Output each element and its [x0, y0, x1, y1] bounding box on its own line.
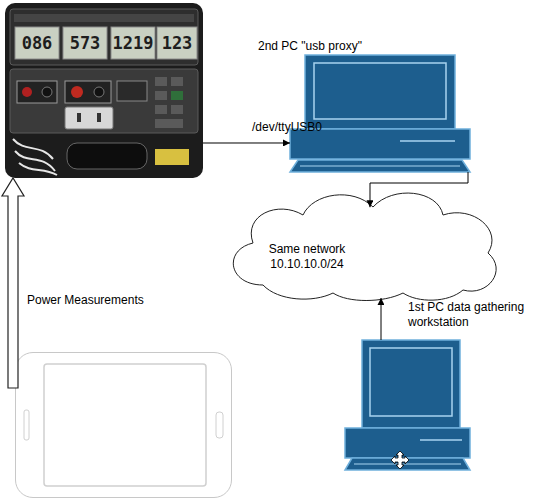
- node-heading: 2nd PC "usb proxy": [258, 39, 458, 54]
- cloud-text: Same network 10.10.10.0/24: [257, 242, 357, 272]
- sticker: [155, 149, 189, 165]
- keyboard-keys: [300, 166, 460, 167]
- workstation-node: 1st PC data gathering workstation: [345, 340, 470, 470]
- label-strip: [14, 14, 194, 22]
- button: [171, 91, 183, 100]
- socket-jack: [22, 87, 32, 97]
- output-socket: [65, 81, 111, 103]
- phone-screen: [44, 364, 206, 486]
- button: [171, 77, 183, 86]
- connector-arrow: [370, 172, 468, 207]
- drive-slot: [420, 439, 462, 441]
- control-panel: [10, 69, 198, 133]
- workstation-icon: [345, 340, 470, 470]
- button: [155, 77, 167, 86]
- edge-label: /dev/ttyUSB0: [252, 120, 322, 135]
- phone-device: [15, 352, 232, 498]
- lcd-window: [111, 27, 155, 59]
- edge-label: Power Measurements: [27, 293, 144, 308]
- lcd-reading: 123: [157, 31, 197, 55]
- carry-handle: [67, 143, 147, 169]
- connector-arrow: [381, 298, 382, 340]
- lcd-reading: 573: [63, 31, 107, 55]
- connector-arrow: [203, 142, 290, 143]
- power-outlet: [65, 107, 113, 129]
- lcd-window: [157, 27, 197, 59]
- outlet-slot: [97, 113, 101, 122]
- button: [171, 105, 183, 114]
- cloud-outline: [218, 185, 505, 302]
- drive-slot: [400, 140, 455, 142]
- range-switch: [117, 81, 147, 101]
- network-cloud: Same network 10.10.10.0/24: [218, 185, 505, 302]
- lcd-window: [15, 27, 59, 59]
- workstation-icon: [290, 55, 470, 172]
- move-cursor: [391, 451, 409, 469]
- monitor-screen: [314, 63, 446, 119]
- desktop-case: [345, 428, 470, 458]
- socket-jack: [42, 87, 52, 97]
- phone-illustration: [24, 364, 223, 486]
- keyboard-keys: [354, 464, 461, 465]
- lcd-window: [63, 27, 107, 59]
- button: [155, 119, 183, 128]
- monitor-frame: [362, 340, 460, 428]
- power-analyzer: 0865731219123: [5, 3, 203, 178]
- monitor-frame: [305, 55, 455, 129]
- lcd-reading: 086: [15, 31, 59, 55]
- workstation-node: 2nd PC "usb proxy": [290, 55, 470, 172]
- display-panel: [10, 9, 198, 65]
- input-socket: [17, 81, 57, 103]
- button: [155, 91, 167, 100]
- analyzer-case: [5, 3, 203, 178]
- node-heading: 1st PC data gathering workstation: [408, 300, 536, 330]
- phone-speaker: [24, 410, 29, 440]
- red-knob: [71, 86, 83, 98]
- phone-button: [216, 412, 223, 438]
- hollow-arrow: [2, 178, 24, 388]
- cable: [13, 139, 57, 175]
- keyboard: [290, 160, 470, 172]
- power-analyzer-illustration: [5, 3, 203, 178]
- socket-jack: [94, 87, 104, 97]
- cloud-shape: [233, 193, 496, 300]
- outlet-slot: [77, 113, 81, 122]
- monitor-screen: [370, 348, 452, 416]
- button: [155, 105, 167, 114]
- lcd-reading: 1219: [111, 31, 155, 55]
